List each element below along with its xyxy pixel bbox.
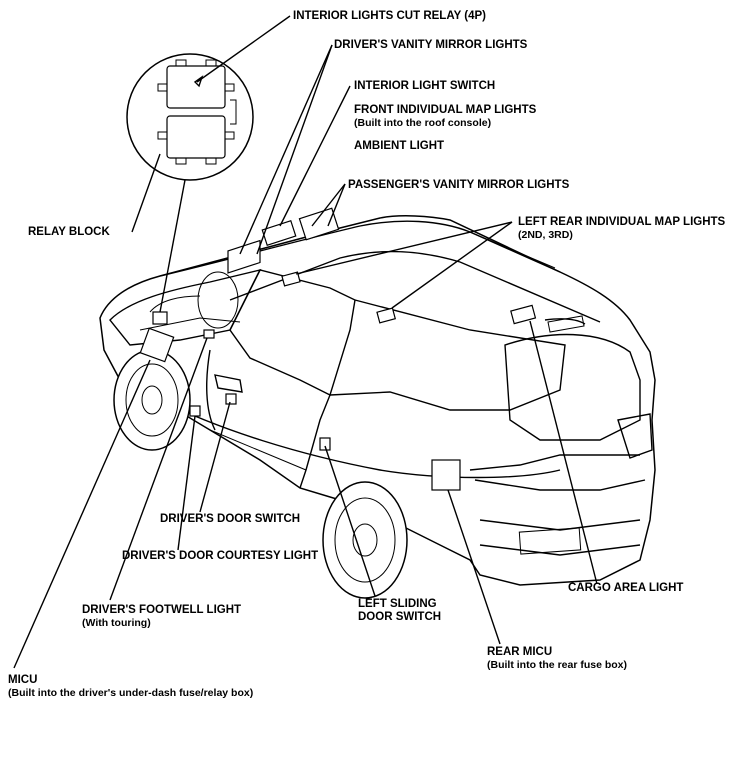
components: [139, 207, 537, 491]
front-wheel: [113, 349, 191, 451]
label-drivers-footwell-light: DRIVER'S FOOTWELL LIGHT (With touring): [82, 604, 241, 630]
leader-lines: [13, 15, 598, 669]
leader-relay-block: [131, 153, 161, 233]
left-sliding-door-switch: [319, 437, 331, 451]
ambient-light: [281, 271, 301, 287]
interior-light-switch-console: [261, 220, 297, 246]
label-front-individual-map-lights: FRONT INDIVIDUAL MAP LIGHTS (Built into …: [354, 104, 536, 130]
label-drivers-footwell-light-note: (With touring): [82, 617, 151, 629]
leader-drivers-vanity-left: [239, 44, 333, 255]
leader-relay-detail-to-block: [159, 179, 186, 313]
label-interior-lights-cut-relay: INTERIOR LIGHTS CUT RELAY (4P): [293, 10, 486, 22]
label-drivers-door-switch: DRIVER'S DOOR SWITCH: [160, 513, 301, 525]
label-drivers-door-courtesy-light: DRIVER'S DOOR COURTESY LIGHT: [122, 550, 319, 562]
leader-cargo-area-light: [529, 320, 598, 585]
cargo-area-light: [510, 304, 537, 325]
label-cargo-area-light: CARGO AREA LIGHT: [568, 582, 684, 594]
label-micu-title: MICU: [8, 674, 38, 686]
drivers-door-courtesy-light: [189, 405, 201, 417]
leader-rear-map-2nd: [295, 221, 513, 275]
leader-rear-micu: [447, 489, 501, 645]
label-drivers-vanity-mirror-lights: DRIVER'S VANITY MIRROR LIGHTS: [334, 39, 528, 51]
micu-box: [139, 327, 175, 363]
leader-micu: [13, 359, 151, 669]
label-relay-block: RELAY BLOCK: [28, 226, 110, 238]
label-left-rear-individual-map-lights: LEFT REAR INDIVIDUAL MAP LIGHTS (2ND, 3R…: [518, 216, 725, 242]
label-left-sliding-door-switch: LEFT SLIDING DOOR SWITCH: [358, 598, 441, 624]
drivers-door-switch: [225, 393, 237, 405]
label-interior-light-switch: INTERIOR LIGHT SWITCH: [354, 80, 496, 92]
label-rear-micu-title: REAR MICU: [487, 646, 553, 658]
leader-interior-light-switch: [279, 85, 351, 227]
rear-micu-box: [431, 459, 461, 491]
label-front-individual-map-lights-title: FRONT INDIVIDUAL MAP LIGHTS: [354, 104, 537, 116]
label-passengers-vanity-mirror-lights: PASSENGER'S VANITY MIRROR LIGHTS: [348, 179, 570, 191]
leader-drivers-vanity-right: [256, 44, 333, 255]
minivan-body: [99, 215, 656, 599]
interior-lights-cut-relay: [166, 65, 226, 109]
drivers-footwell-light: [203, 329, 215, 339]
leader-drivers-door-courtesy-light: [177, 415, 196, 551]
passengers-vanity-mirror-lights: [298, 207, 340, 241]
relay-block-relay: [166, 115, 226, 159]
label-rear-micu: REAR MICU (Built into the rear fuse box): [487, 646, 627, 672]
leader-rear-map-3rd: [391, 221, 513, 309]
label-left-sliding-door-switch-line2: DOOR SWITCH: [358, 611, 442, 623]
label-front-individual-map-lights-note: (Built into the roof console): [354, 117, 492, 129]
rear-map-light-2nd: [376, 307, 397, 324]
label-ambient-light: AMBIENT LIGHT: [354, 140, 445, 152]
label-left-rear-individual-map-lights-title: LEFT REAR INDIVIDUAL MAP LIGHTS: [518, 216, 726, 228]
leader-interior-lights-cut-relay: [196, 15, 291, 83]
leader-passengers-vanity-left: [311, 183, 346, 227]
leader-passengers-vanity-right: [327, 183, 346, 227]
leader-drivers-footwell-light: [109, 337, 208, 601]
relay-block: [152, 311, 168, 325]
label-rear-micu-note: (Built into the rear fuse box): [487, 659, 628, 671]
label-micu: MICU (Built into the driver's under-dash…: [8, 674, 253, 700]
relay-block-detail: [126, 53, 254, 181]
label-left-sliding-door-switch-line1: LEFT SLIDING: [358, 598, 437, 610]
label-left-rear-individual-map-lights-note: (2ND, 3RD): [518, 229, 573, 241]
leader-drivers-door-switch: [199, 401, 231, 513]
label-micu-note: (Built into the driver's under-dash fuse…: [8, 687, 254, 699]
label-drivers-footwell-light-title: DRIVER'S FOOTWELL LIGHT: [82, 604, 242, 616]
leader-left-sliding-door-switch: [324, 445, 376, 597]
rear-wheel: [322, 481, 408, 599]
